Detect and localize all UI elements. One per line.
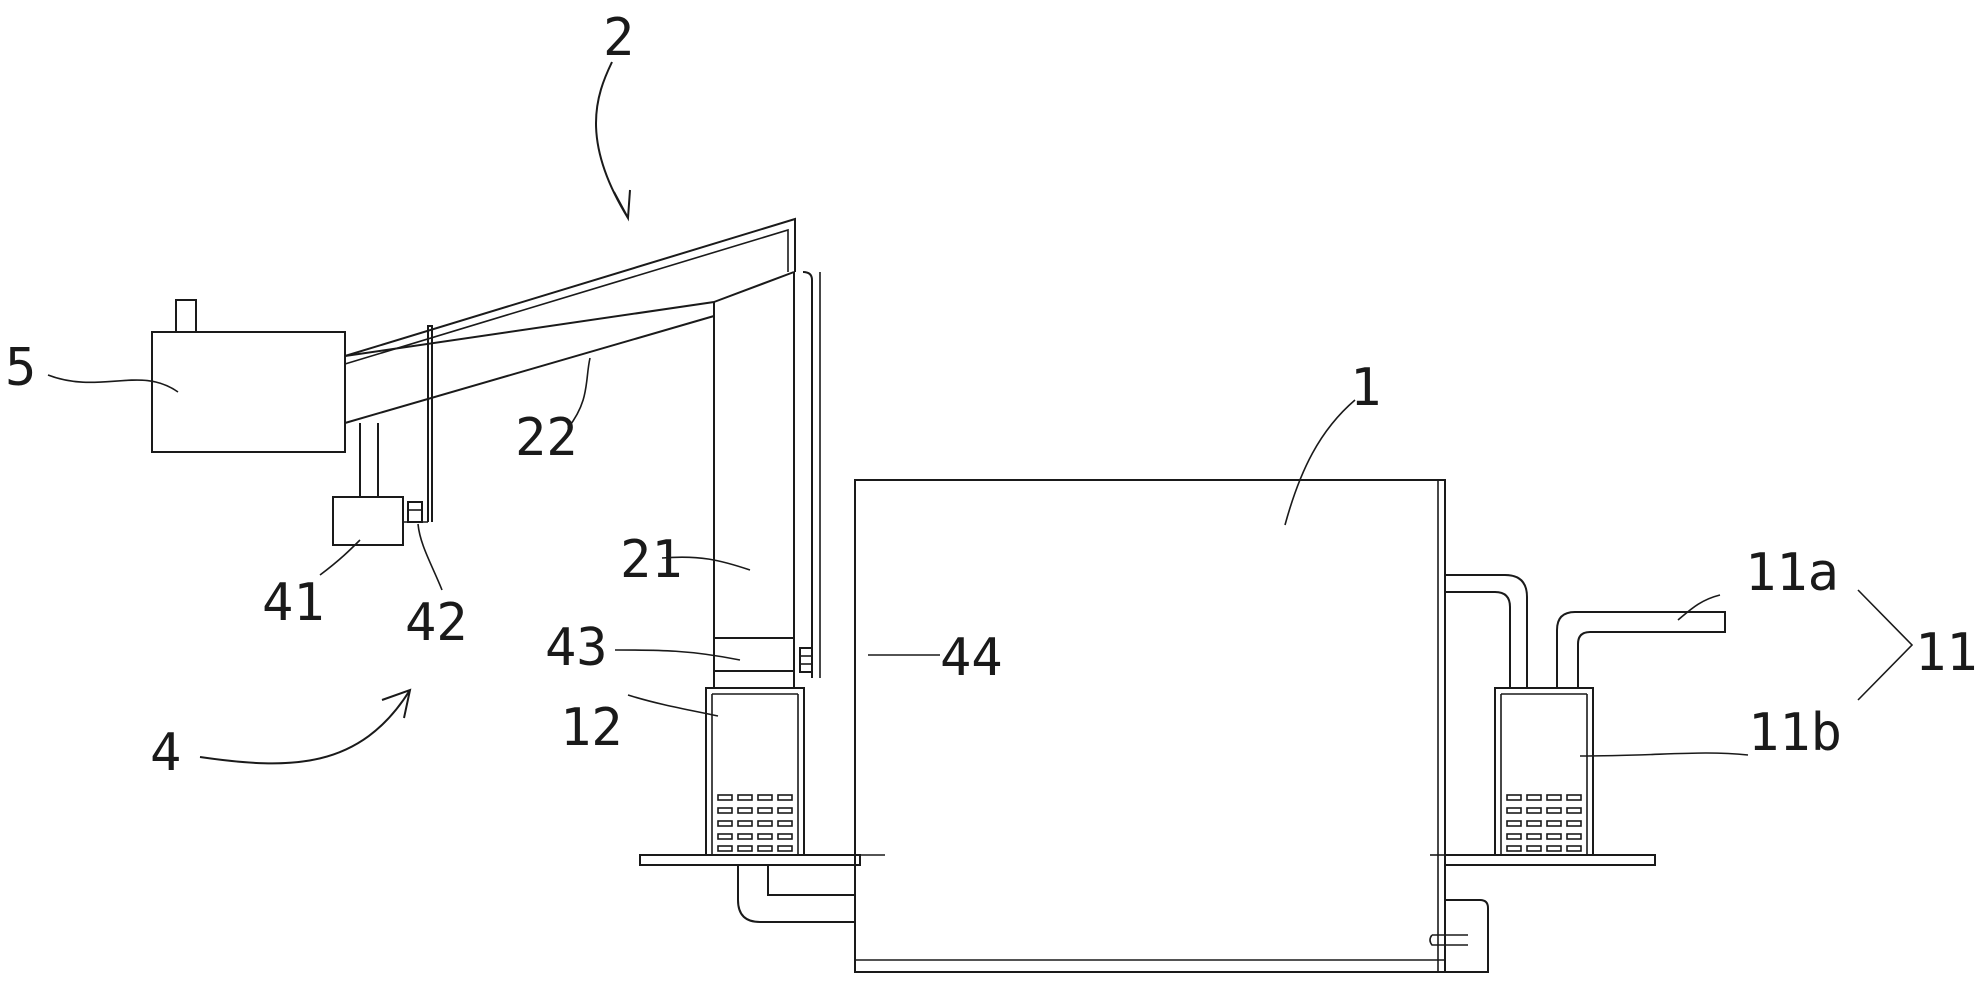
label-11: 11: [1915, 623, 1978, 683]
label-12: 12: [560, 698, 623, 758]
vent-slots-12: [717, 794, 793, 852]
filter-box-12: [705, 687, 805, 856]
label-44: 44: [940, 628, 1003, 688]
label-1: 1: [1350, 358, 1381, 418]
base-plate-left: [639, 854, 885, 866]
box-43: [713, 637, 795, 672]
column-21: [713, 271, 795, 688]
pipe-tank-to-11b: [1445, 574, 1528, 688]
arrow-2: [595, 61, 631, 222]
label-11b: 11b: [1748, 703, 1842, 763]
label-41: 41: [262, 573, 325, 633]
label-2: 2: [603, 8, 634, 68]
label-5: 5: [5, 338, 36, 398]
box-41: [332, 496, 404, 546]
base-plate-right: [1430, 854, 1656, 866]
sensor-44: [799, 647, 813, 673]
label-22: 22: [515, 408, 578, 468]
label-43: 43: [545, 618, 608, 678]
main-tank: [854, 479, 1489, 973]
arrow-4: [199, 688, 412, 765]
leader-lines: [47, 357, 1914, 757]
vent-slots-11b: [1506, 794, 1582, 852]
hopper-5: [151, 299, 346, 453]
rod-44: [802, 271, 821, 678]
label-21: 21: [620, 530, 683, 590]
label-4: 4: [150, 723, 181, 783]
label-42: 42: [405, 593, 468, 653]
support-pipe: [359, 423, 379, 497]
filter-box-11b: [1494, 687, 1594, 856]
label-11a: 11a: [1745, 543, 1839, 603]
chute-22: [344, 217, 796, 424]
sensor-42: [403, 325, 433, 523]
drain-pipe: [737, 865, 855, 923]
outlet-pipe-11a: [1556, 611, 1726, 688]
